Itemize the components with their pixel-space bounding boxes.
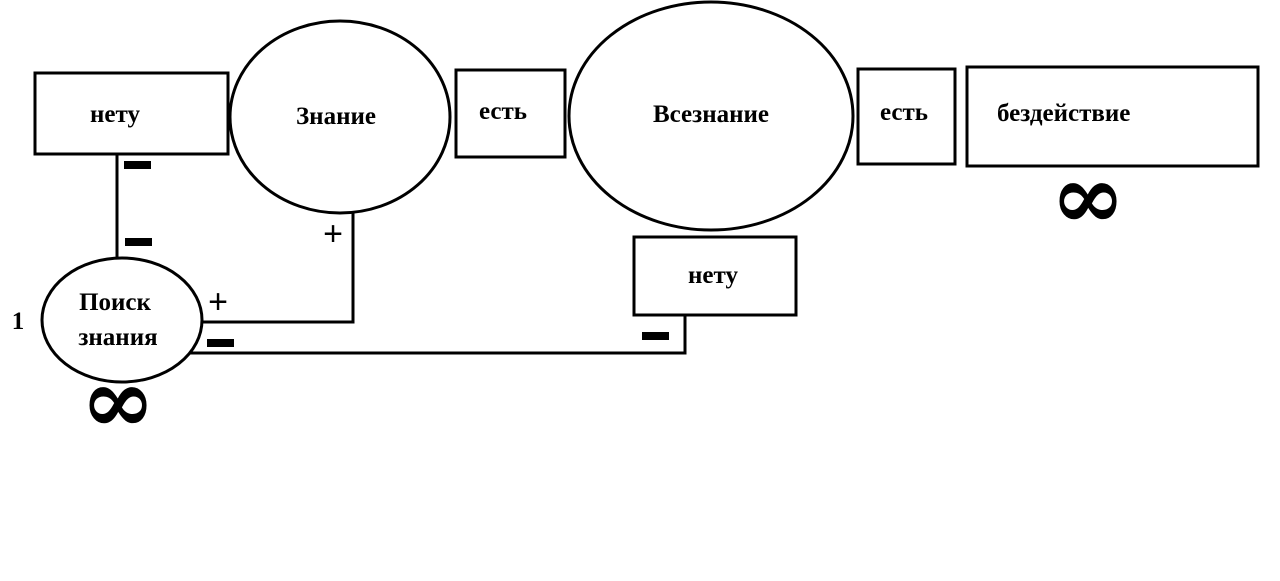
node-znanie-label: Знание xyxy=(296,103,376,130)
node-poisk-label-line1: Поиск xyxy=(79,289,151,316)
node-est-2 xyxy=(856,67,957,166)
plus-sign-1: + xyxy=(323,215,343,253)
minus-sign-3 xyxy=(207,339,234,347)
node-bezdeistvie-label: бездействие xyxy=(997,100,1130,127)
node-est-1 xyxy=(454,68,567,159)
node-est-1-label: есть xyxy=(479,98,527,125)
node-vseznanie xyxy=(567,0,855,232)
minus-sign-2 xyxy=(125,238,152,246)
infinity-symbol-left: ∞ xyxy=(81,348,156,454)
node-netu-top-label: нету xyxy=(90,101,140,128)
node-netu-bottom xyxy=(632,235,798,317)
node-poisk-znaniya xyxy=(40,256,204,384)
node-znanie xyxy=(228,19,452,215)
node-bezdeistvie xyxy=(965,65,1260,168)
node-poisk-label-line2: знания xyxy=(78,324,157,351)
infinity-symbol-right: ∞ xyxy=(1051,144,1126,250)
plus-sign-2: + xyxy=(208,283,228,321)
connector-znanie-poisk xyxy=(200,212,355,324)
minus-sign-1 xyxy=(124,161,151,169)
node-netu-bottom-label: нету xyxy=(688,262,738,289)
node-est-2-label: есть xyxy=(880,99,928,126)
node-vseznanie-label: Всезнание xyxy=(653,101,769,128)
node-netu-top xyxy=(33,71,230,156)
connector-netu2-poisk xyxy=(190,315,687,355)
number-label: 1 xyxy=(12,308,25,335)
minus-sign-4 xyxy=(642,332,669,340)
